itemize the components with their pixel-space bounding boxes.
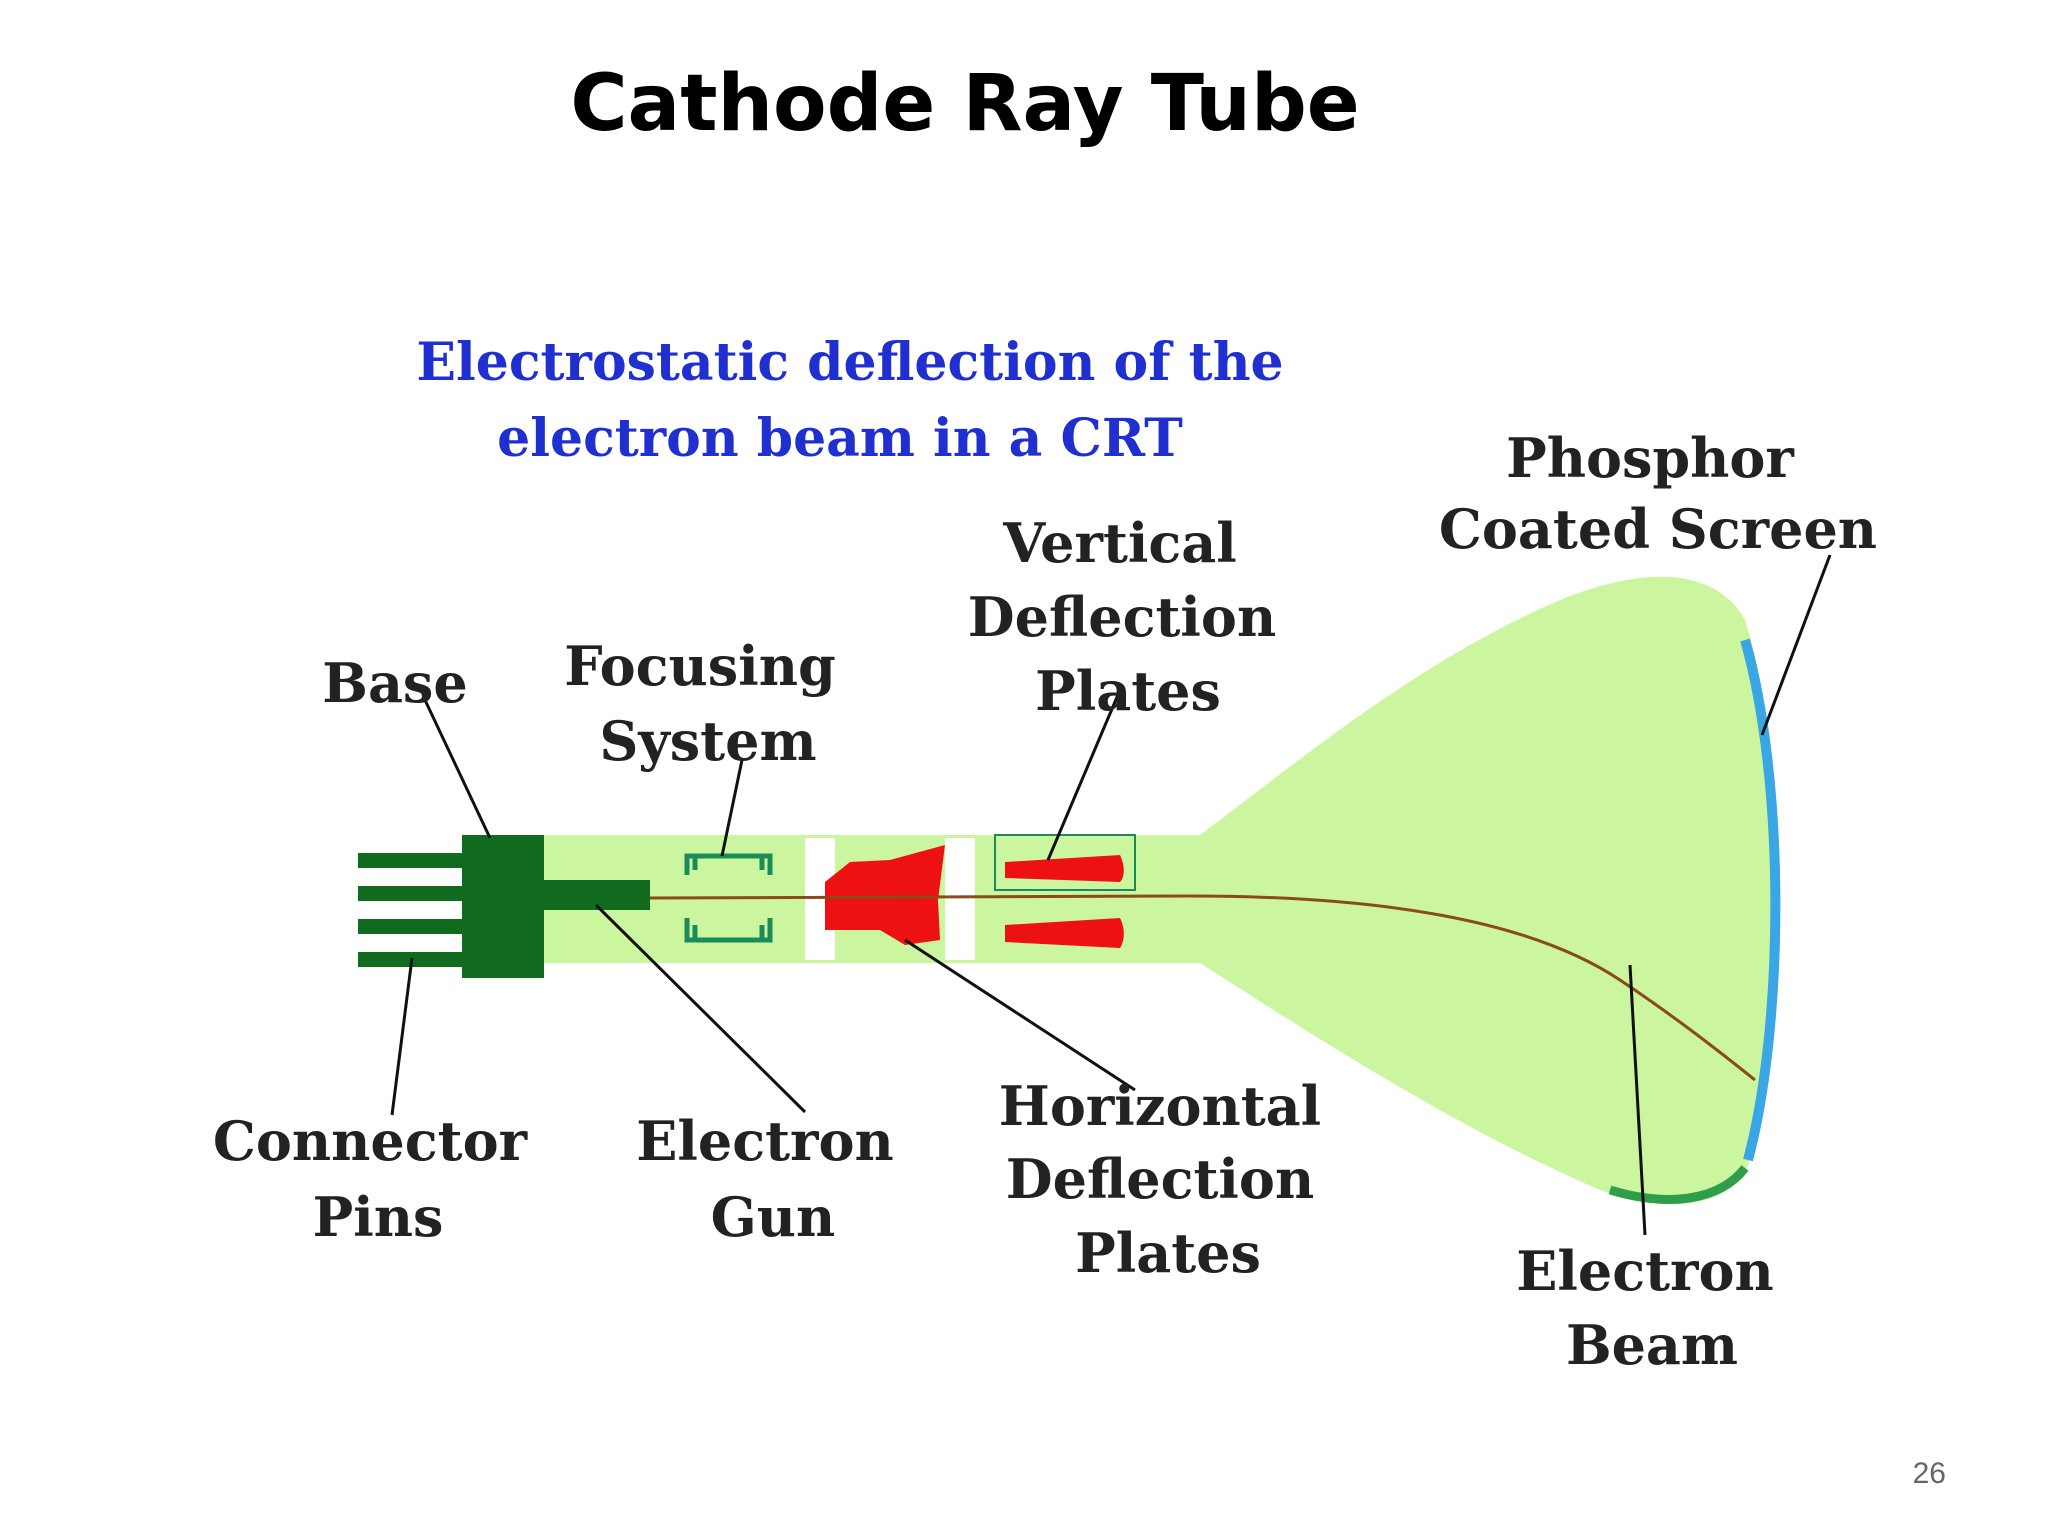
leader-horizontal: [904, 938, 1136, 1092]
label-gun-1: Electron: [636, 1109, 894, 1173]
focusing-bracket-bottom: [684, 918, 773, 943]
diagram-subtitle-line1: Electrostatic deflection of the: [416, 332, 1283, 393]
label-focusing-2: System: [599, 709, 816, 773]
electron-beam: [649, 894, 1756, 1082]
label-phosphor-2: Coated Screen: [1439, 497, 1877, 561]
leader-base: [423, 699, 492, 839]
label-connector-1: Connector: [213, 1109, 528, 1173]
leader-gun: [594, 903, 807, 1114]
focusing-bracket-top: [684, 853, 773, 875]
page-title: Cathode Ray Tube: [570, 59, 1360, 149]
leader-vertical: [1046, 689, 1122, 861]
label-beam-2: Beam: [1566, 1313, 1738, 1377]
label-focusing-1: Focusing: [564, 634, 835, 698]
leader-connector: [390, 957, 414, 1116]
page-number: 26: [1912, 1457, 1946, 1490]
phosphor-screen: [1740, 638, 1781, 1162]
label-beam-1: Electron: [1516, 1239, 1774, 1303]
label-vertical-1: Vertical: [1002, 511, 1237, 575]
neck-gap-2: [945, 838, 975, 960]
vertical-plates-frame: [994, 834, 1136, 891]
label-phosphor-1: Phosphor: [1506, 426, 1794, 490]
label-horizontal-3: Plates: [1075, 1221, 1261, 1285]
connector-pin-3: [358, 919, 468, 934]
connector-pin-1: [358, 853, 468, 868]
leader-phosphor: [1760, 554, 1832, 736]
label-vertical-3: Plates: [1035, 659, 1221, 723]
tube-base: [462, 835, 544, 978]
label-horizontal-1: Horizontal: [999, 1074, 1321, 1138]
label-base: Base: [322, 651, 467, 715]
vertical-plate-top: [1005, 855, 1124, 882]
vertical-plate-bottom: [1005, 918, 1124, 948]
leader-focusing: [720, 759, 744, 857]
connector-pin-2: [358, 886, 468, 901]
label-gun-2: Gun: [711, 1185, 836, 1249]
label-vertical-2: Deflection: [968, 585, 1276, 649]
diagram-subtitle-line2: electron beam in a CRT: [497, 408, 1183, 469]
electron-gun: [825, 845, 945, 945]
screen-bottom-edge: [1608, 1165, 1749, 1204]
label-connector-2: Pins: [313, 1185, 444, 1249]
leader-beam: [1628, 964, 1647, 1236]
label-horizontal-2: Deflection: [1006, 1147, 1314, 1211]
